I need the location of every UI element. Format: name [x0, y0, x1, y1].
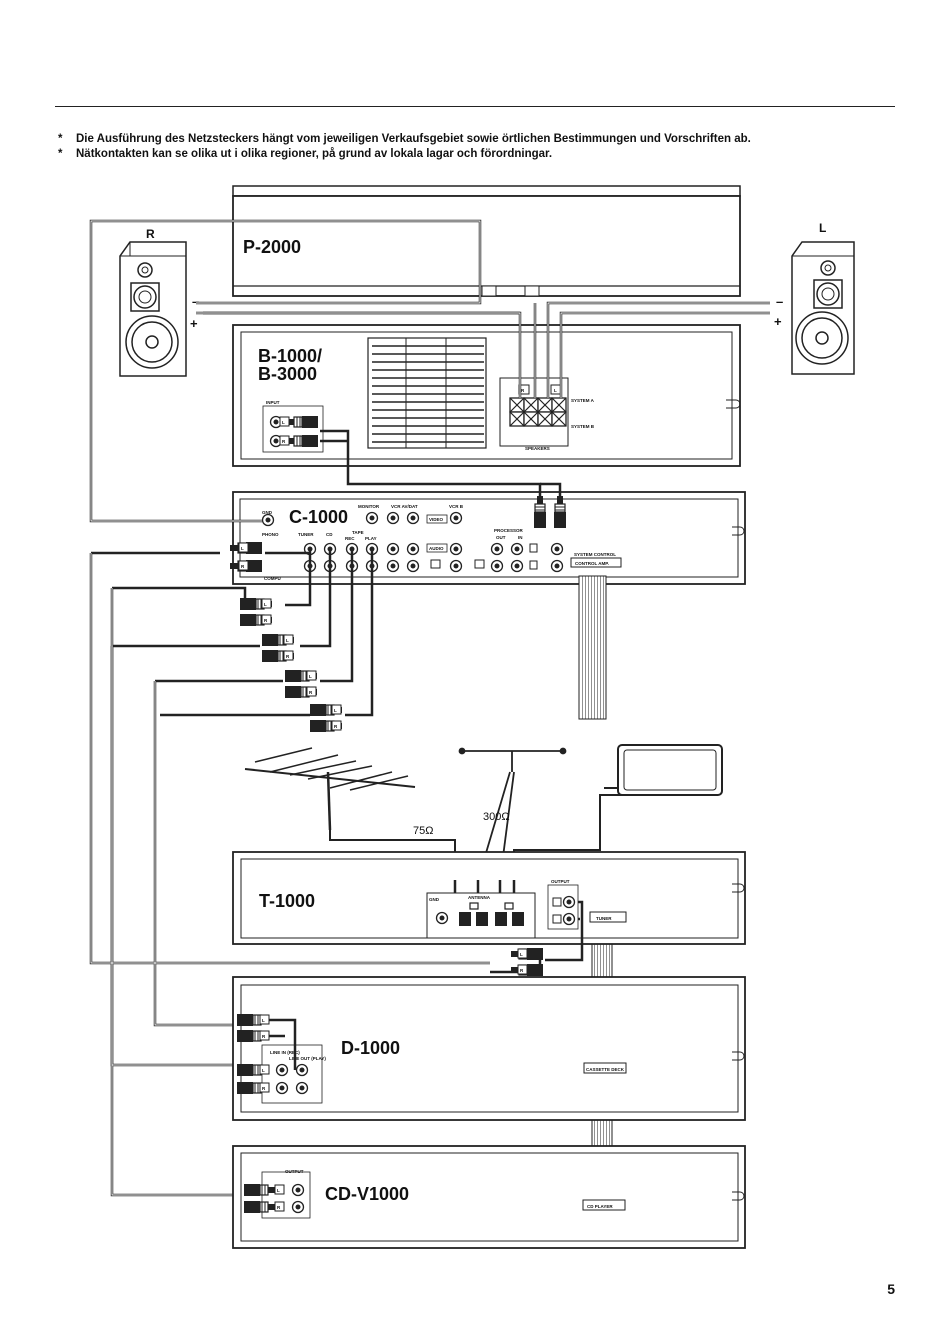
preamp-video-label: VIDEO — [429, 517, 444, 522]
heatsink-grille — [367, 337, 487, 449]
preamp-tape-label: TAPE — [352, 530, 364, 535]
cd-player-label: CD-V1000 — [325, 1184, 409, 1204]
tuner-plug-l: L — [264, 602, 267, 607]
preamp-monitor-label: MONITOR — [358, 504, 380, 509]
cd-out-r: R — [277, 1205, 281, 1210]
ohm-300-label: 300Ω — [483, 811, 510, 823]
line-in-label: LINE IN (REC) — [270, 1050, 300, 1055]
preamp-vcrb-label: VCR B — [449, 504, 464, 509]
turntable-unit: P-2000 — [232, 185, 741, 297]
rec-plug-r: R — [309, 690, 313, 695]
cd-plug-l: L — [286, 638, 289, 643]
preout-cable — [320, 429, 562, 500]
ohm-75-label: 75Ω — [413, 825, 433, 837]
play-plug-r: R — [334, 724, 338, 729]
power-amp-label-line1: B-1000/ — [258, 346, 322, 366]
deck-out-r: R — [262, 1086, 266, 1091]
phono-plug-l: L — [241, 546, 244, 551]
note-plug-swedish: * Nätkontakten kan se olika ut i olika re… — [58, 148, 552, 160]
turntable-label: P-2000 — [243, 237, 301, 257]
preamp-tuner-label: TUNER — [298, 532, 314, 537]
rec-plug-l: L — [309, 674, 312, 679]
note-bullet: * — [58, 148, 63, 160]
tuner-output-label: OUTPUT — [551, 879, 570, 884]
deck-in-l: L — [262, 1018, 265, 1023]
preamp-source-plugs: L R L R L R L R L R — [229, 541, 343, 733]
note-plug-german: * Die Ausführung des Netzsteckers hängt v… — [58, 133, 751, 145]
cd-tag: CD PLAYER — [587, 1204, 613, 1209]
preamp-unit: C-1000 GND PHONO TUNER CD TAPE REC PLAY … — [232, 491, 746, 585]
preamp-audio-label: AUDIO — [429, 546, 444, 551]
phono-plug-r: R — [241, 564, 245, 569]
preamp-vcr-label: VCR AV/DAT — [391, 504, 418, 509]
header-rule — [55, 106, 895, 107]
preamp-rec-label: REC — [345, 536, 355, 541]
cd-player-unit: CD-V1000 OUTPUT CD PLAYER — [232, 1145, 746, 1249]
preamp-phono-label: PHONO — [262, 532, 279, 537]
speaker-right-label: R — [146, 227, 155, 241]
preamp-processor-label: PROCESSOR — [494, 528, 524, 533]
system-control-cable — [578, 575, 607, 720]
page-number: 5 — [887, 1281, 895, 1297]
cassette-deck-unit: D-1000 LINE IN (REC) LINE OUT (PLAY) CAS… — [232, 976, 746, 1121]
power-amp-label-line2: B-3000 — [258, 364, 317, 384]
tuner-out-l: L — [520, 952, 523, 957]
speaker-right-plus: + — [190, 316, 198, 331]
note-text: Die Ausführung des Netzsteckers hängt vo… — [76, 133, 751, 145]
preamp-in-label: IN — [518, 535, 523, 540]
play-plug-l: L — [334, 708, 337, 713]
system-a-label: SYSTEM A — [571, 398, 595, 403]
tuner-label: T-1000 — [259, 891, 315, 911]
tuner-gnd-label: GND — [429, 897, 440, 902]
speaker-right: R – + — [119, 227, 199, 377]
cd-out-l: L — [277, 1188, 280, 1193]
preamp-cd-label: CD — [326, 532, 333, 537]
speaker-left-minus: – — [776, 294, 783, 309]
terminal-l-label: L — [554, 388, 557, 393]
tuner-plug-r: R — [264, 618, 268, 623]
amp-input-r: R — [282, 439, 286, 444]
speakers-label: SPEAKERS — [525, 446, 550, 451]
power-amp-input-label: INPUT — [266, 400, 280, 405]
cd-output-label: OUTPUT — [285, 1169, 304, 1174]
deck-in-r: R — [262, 1034, 266, 1039]
preamp-compu-label: COMPU — [264, 576, 281, 581]
deck-out-l: L — [262, 1068, 265, 1073]
system-b-label: SYSTEM B — [571, 424, 595, 429]
tuner-antenna-label: ANTENNA — [468, 895, 491, 900]
system-control-label: SYSTEM CONTROL — [574, 552, 616, 557]
tuner-tag: TUNER — [596, 916, 612, 921]
tuner-out-r: R — [520, 968, 524, 973]
terminal-r-label: R — [521, 388, 525, 393]
speaker-left: L – + — [774, 221, 855, 375]
control-amp-tag: CONTROL AMP. — [575, 561, 609, 566]
preamp-play-label: PLAY — [365, 536, 377, 541]
speaker-left-plus: + — [774, 314, 782, 329]
tuner-unit: T-1000 GND ANTENNA OUTPUT TUNER — [232, 851, 746, 945]
note-text: Nätkontakten kan se olika ut i olika reg… — [76, 148, 553, 160]
preamp-gnd-label: GND — [262, 510, 273, 515]
cd-plug-r: R — [286, 654, 290, 659]
cassette-label: D-1000 — [341, 1038, 400, 1058]
note-bullet: * — [58, 133, 63, 145]
preamp-label: C-1000 — [289, 507, 348, 527]
amp-input-l: L — [282, 420, 285, 425]
speaker-right-minus: – — [192, 294, 199, 309]
preamp-out-label: OUT — [496, 535, 506, 540]
speaker-left-label: L — [819, 221, 826, 235]
line-out-label: LINE OUT (PLAY) — [289, 1056, 326, 1061]
cassette-tag: CASSETTE DECK — [586, 1067, 625, 1072]
